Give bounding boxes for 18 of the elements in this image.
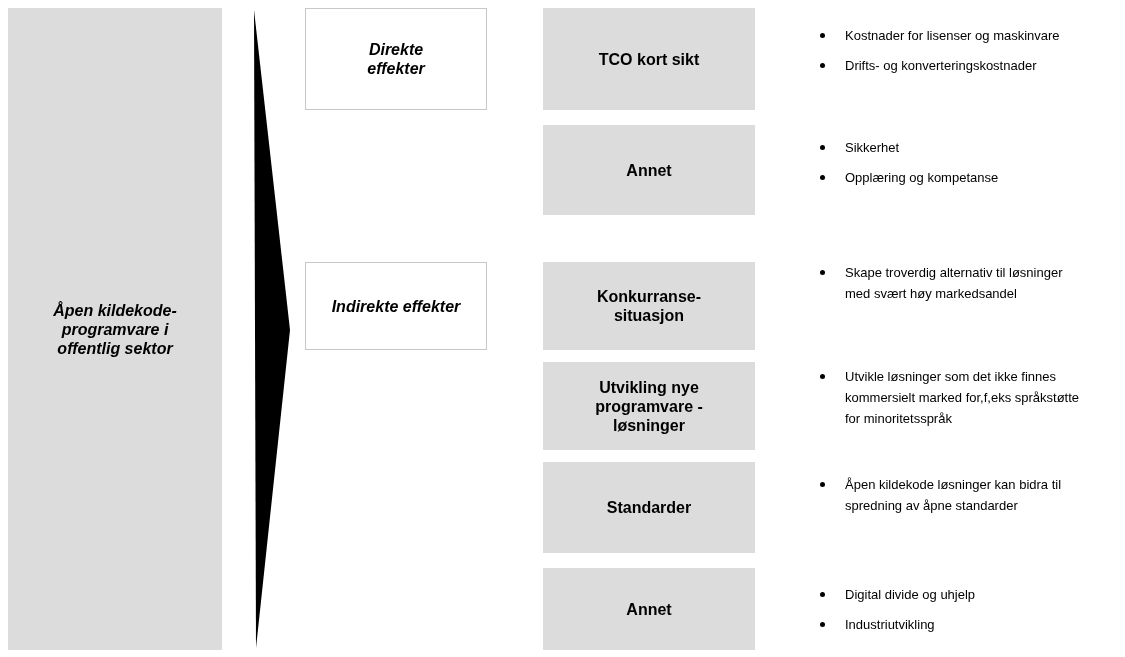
bullet-text: Sikkerhet: [845, 139, 901, 157]
effect-box: Annet: [543, 125, 755, 215]
effect-box: Utvikling nye programvare -løsninger: [543, 362, 755, 450]
effect-box: Standarder: [543, 462, 755, 553]
bullet-text: Skape troverdig alternativ til løsninger med svært høy markedsandel: [845, 264, 1064, 303]
bullet-text: Digital divide og uhjelp: [845, 586, 977, 604]
bullet-text: Kostnader for lisenser og maskinvare: [845, 27, 1061, 45]
effect-box: TCO kort sikt: [543, 8, 755, 110]
bullet-text: Utvikle løsninger som det ikke finnes kommersielt marked for,f,eks språkstøtte for minoritetsspråk: [845, 368, 1081, 428]
effect-box: Annet: [543, 568, 755, 650]
topic-box: Åpen kildekode-programvare i offentlig sektor: [8, 8, 222, 650]
bullet-text: Industriutvikling: [845, 616, 936, 634]
bullet-text: Åpen kildekode løsninger kan bidra til spredning av åpne standarder: [845, 476, 1063, 515]
category-box: Direkte effekter: [305, 8, 487, 110]
category-box: Indirekte effekter: [305, 262, 487, 350]
effect-box: Konkurranse-situasjon: [543, 262, 755, 350]
bullet-text: Opplæring og kompetanse: [845, 169, 1000, 187]
bullet-text: Drifts- og konverteringskostnader: [845, 57, 1038, 75]
